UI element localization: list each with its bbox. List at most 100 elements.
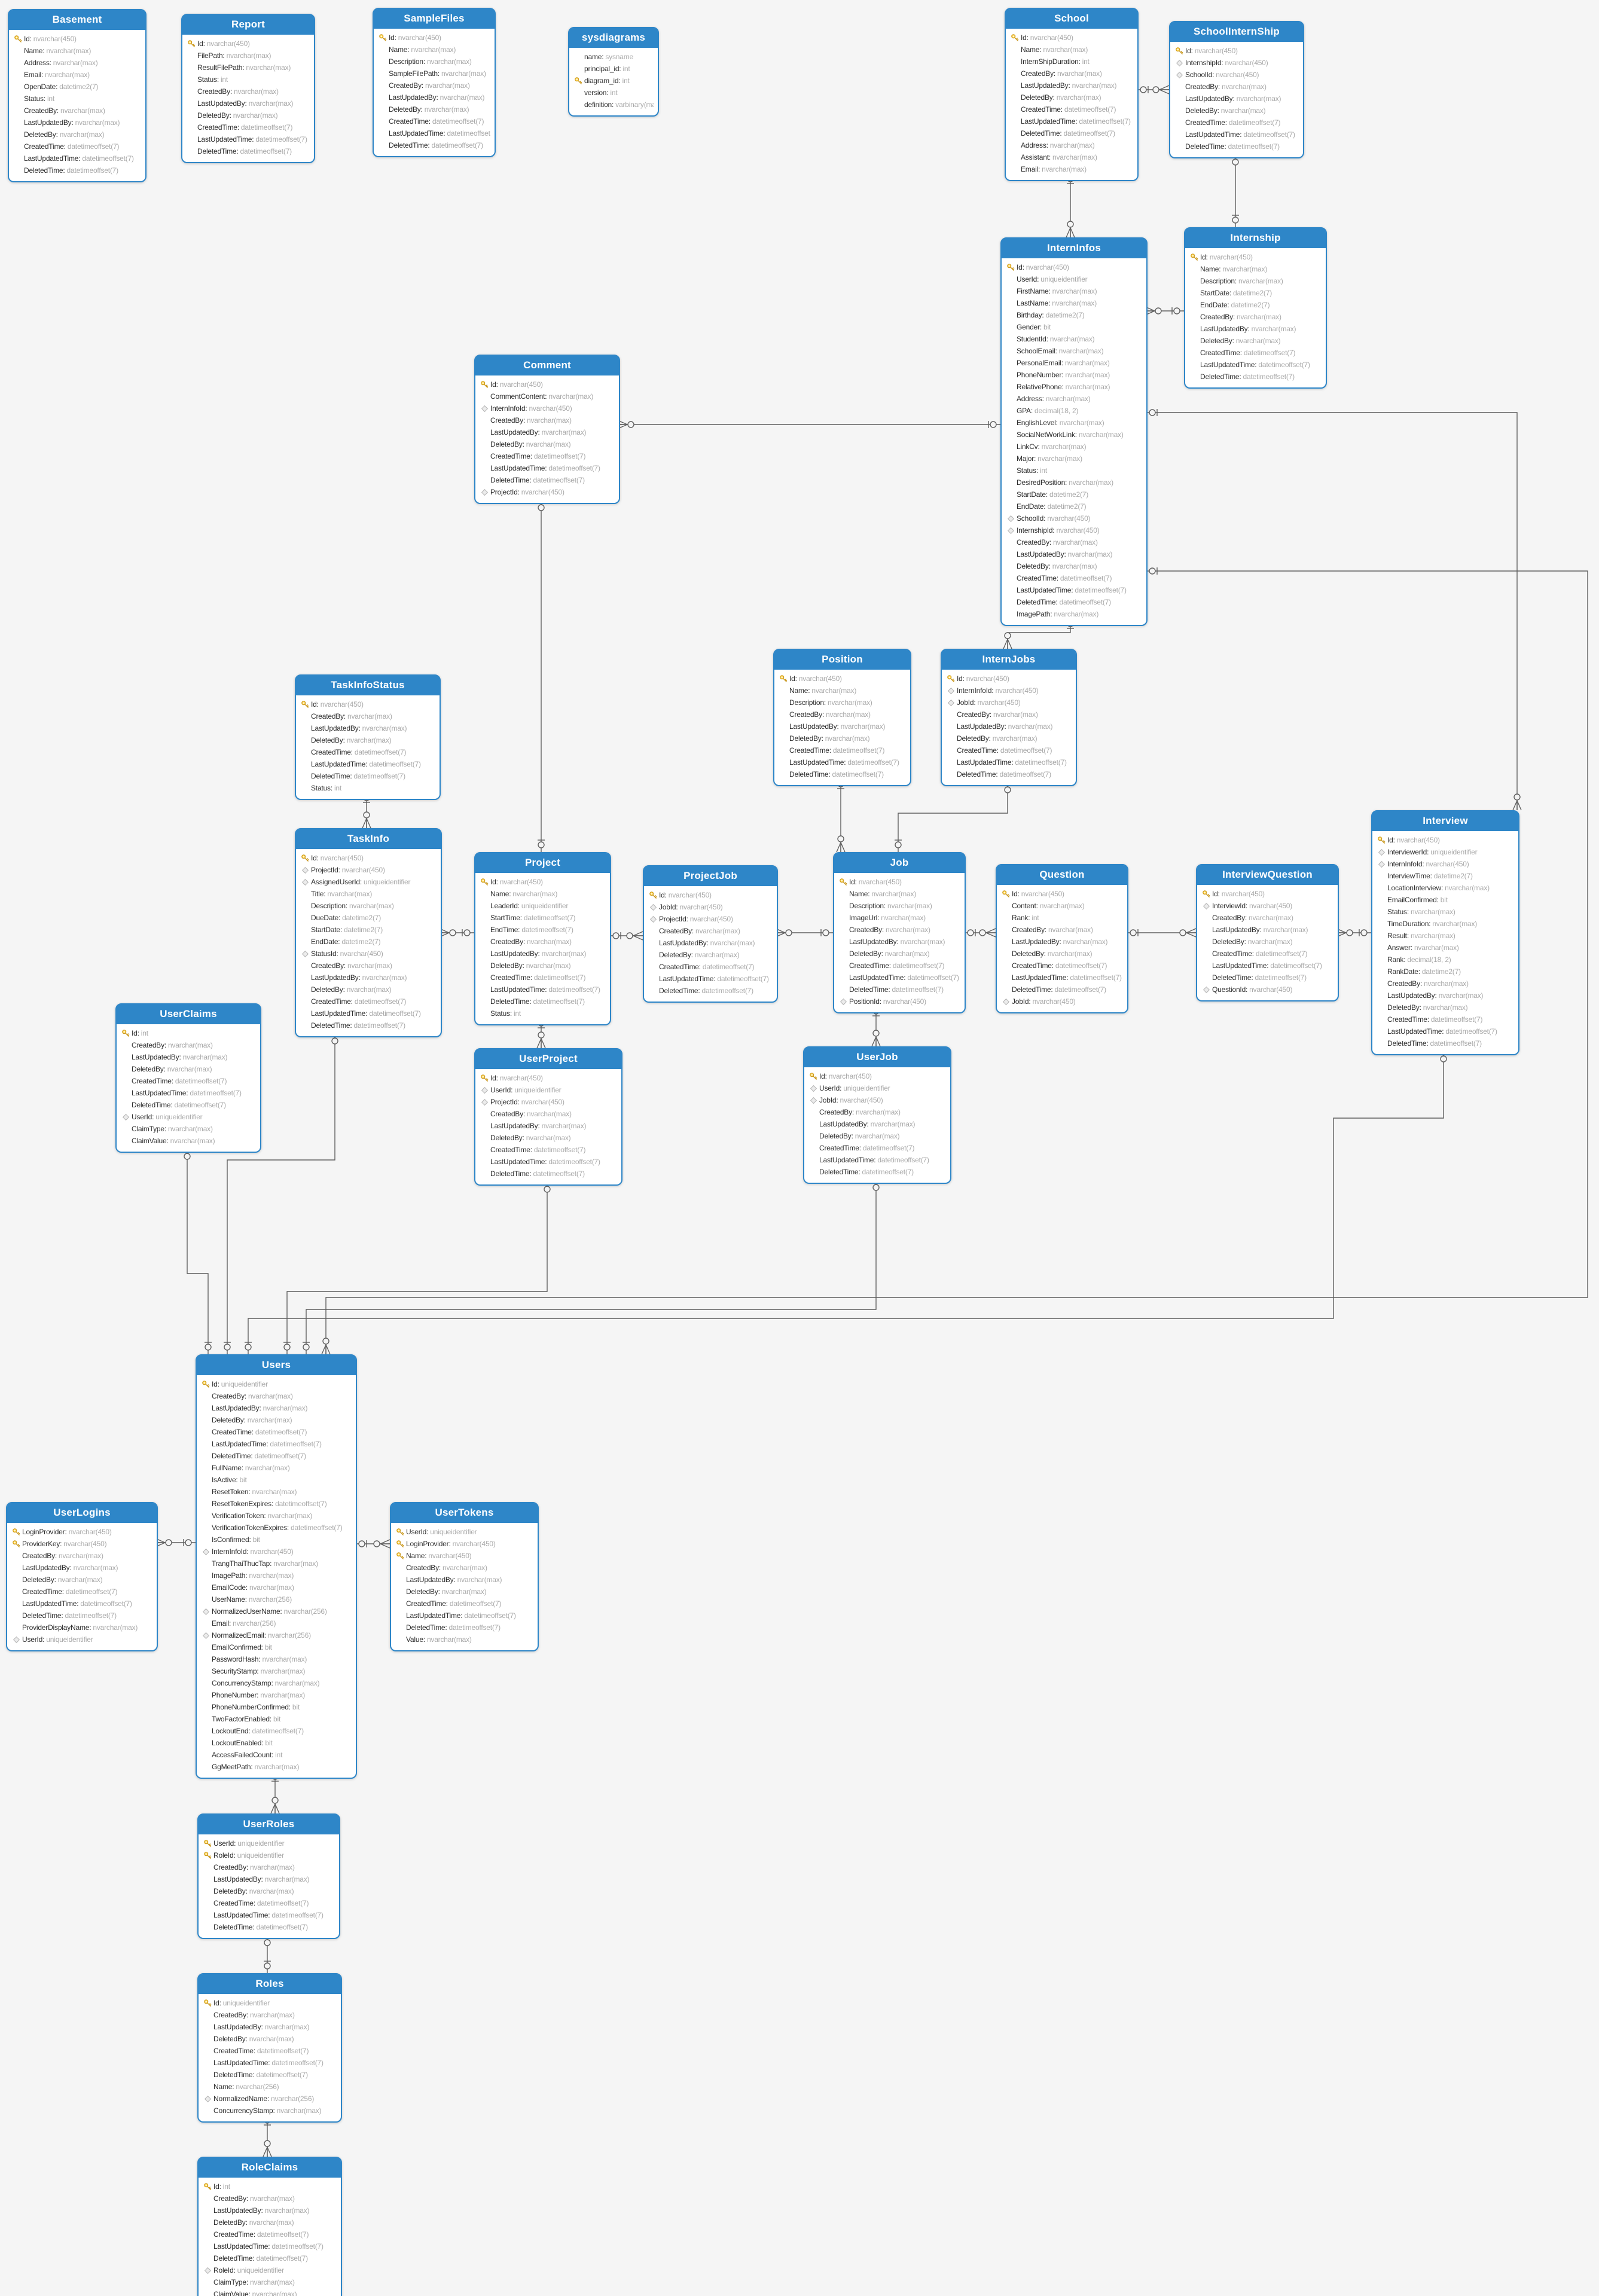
field-row[interactable]: SecurityStamp: nvarchar(max) [200, 1665, 352, 1677]
field-row[interactable]: Id: nvarchar(450) [12, 33, 141, 45]
field-row[interactable]: DeletedBy: nvarchar(max) [202, 1885, 335, 1897]
field-row[interactable]: name: sysname [572, 51, 654, 63]
field-row[interactable]: ResetToken: nvarchar(max) [200, 1486, 352, 1498]
table-Job[interactable]: Job Id: nvarchar(450) Name: nvarchar(max… [833, 852, 966, 1013]
table-SampleFiles[interactable]: SampleFiles Id: nvarchar(450) Name: nvar… [373, 8, 496, 157]
field-row[interactable]: LastUpdatedTime: datetimeoffset(7) [200, 1438, 352, 1450]
table-title[interactable]: InternJobs [942, 650, 1076, 670]
field-row[interactable]: CreatedTime: datetimeoffset(7) [202, 2228, 337, 2240]
field-row[interactable]: InternInfoId: nvarchar(450) [200, 1546, 352, 1558]
table-title[interactable]: Basement [9, 10, 145, 30]
table-title[interactable]: Roles [199, 1974, 341, 1994]
field-row[interactable]: LastUpdatedTime: datetimeoffset(7) [10, 1598, 152, 1610]
field-row[interactable]: DeletedTime: datetimeoffset(7) [394, 1622, 533, 1634]
field-row[interactable]: TimeDuration: nvarchar(max) [1375, 918, 1514, 930]
field-row[interactable]: LastUpdatedTime: datetimeoffset(7) [945, 756, 1072, 768]
field-row[interactable]: DesiredPosition: nvarchar(max) [1005, 477, 1142, 488]
field-row[interactable]: Major: nvarchar(max) [1005, 453, 1142, 465]
field-row[interactable]: DeletedTime: datetimeoffset(7) [1375, 1037, 1514, 1049]
field-row[interactable]: CreatedBy: nvarchar(max) [202, 1861, 335, 1873]
field-row[interactable]: LastUpdatedTime: datetimeoffset(7) [120, 1087, 256, 1099]
field-row[interactable]: PersonalEmail: nvarchar(max) [1005, 357, 1142, 369]
field-row[interactable]: DeletedTime: datetimeoffset(7) [647, 985, 773, 997]
table-Position[interactable]: Position Id: nvarchar(450) Name: nvarcha… [773, 649, 911, 786]
field-row[interactable]: DeletedBy: nvarchar(max) [1005, 560, 1142, 572]
field-row[interactable]: CreatedTime: datetimeoffset(7) [777, 744, 906, 756]
field-row[interactable]: Status: nvarchar(max) [1375, 906, 1514, 918]
field-row[interactable]: Address: nvarchar(max) [1009, 139, 1133, 151]
relationship-connector[interactable] [1066, 172, 1075, 238]
field-row[interactable]: DeletedBy: nvarchar(max) [299, 984, 437, 996]
field-row[interactable]: Status: int [185, 74, 310, 86]
field-row[interactable]: Id: nvarchar(450) [807, 1070, 946, 1082]
field-row[interactable]: LastUpdatedBy: nvarchar(max) [945, 720, 1072, 732]
relationship-connector[interactable] [182, 1143, 212, 1354]
field-row[interactable]: LastUpdatedBy: nvarchar(max) [1173, 93, 1299, 105]
field-row[interactable]: Assistant: nvarchar(max) [1009, 151, 1133, 163]
field-row[interactable]: Status: int [1005, 465, 1142, 477]
field-row[interactable]: Name: nvarchar(max) [478, 888, 606, 900]
field-row[interactable]: CreatedTime: datetimeoffset(7) [1005, 572, 1142, 584]
field-row[interactable]: EndDate: datetime2(7) [1005, 500, 1142, 512]
field-row[interactable]: CreatedBy: nvarchar(max) [185, 86, 310, 97]
field-row[interactable]: DeletedTime: datetimeoffset(7) [1005, 596, 1142, 608]
table-Question[interactable]: Question Id: nvarchar(450) Content: nvar… [996, 864, 1128, 1013]
field-row[interactable]: PositionId: nvarchar(450) [837, 996, 960, 1007]
field-row[interactable]: Description: nvarchar(max) [777, 697, 906, 709]
field-row[interactable]: DeletedTime: datetimeoffset(7) [478, 474, 615, 486]
field-row[interactable]: Email: nvarchar(256) [200, 1617, 352, 1629]
field-row[interactable]: PhoneNumber: nvarchar(max) [1005, 369, 1142, 381]
field-row[interactable]: CreatedBy: nvarchar(max) [478, 414, 615, 426]
field-row[interactable]: JobId: nvarchar(450) [1000, 996, 1123, 1007]
table-title[interactable]: UserRoles [199, 1815, 339, 1834]
field-row[interactable]: AssignedUserId: uniqueidentifier [299, 876, 437, 888]
field-row[interactable]: InternshipId: nvarchar(450) [1005, 524, 1142, 536]
table-sysdiagrams[interactable]: sysdiagrams name: sysname principal_id: … [568, 27, 659, 117]
field-row[interactable]: Description: nvarchar(max) [377, 56, 490, 68]
field-row[interactable]: Name: nvarchar(450) [394, 1550, 533, 1562]
field-row[interactable]: Id: int [120, 1027, 256, 1039]
field-row[interactable]: LastUpdatedTime: datetimeoffset(7) [777, 756, 906, 768]
field-row[interactable]: LastUpdatedTime: datetimeoffset(7) [185, 133, 310, 145]
field-row[interactable]: CreatedTime: datetimeoffset(7) [200, 1426, 352, 1438]
relationship-connector[interactable] [836, 777, 846, 853]
table-title[interactable]: UserClaims [117, 1004, 260, 1024]
field-row[interactable]: ClaimType: nvarchar(max) [120, 1123, 256, 1135]
field-row[interactable]: LastUpdatedBy: nvarchar(max) [478, 426, 615, 438]
field-row[interactable]: LastUpdatedBy: nvarchar(max) [807, 1118, 946, 1130]
field-row[interactable]: DeletedTime: datetimeoffset(7) [1200, 972, 1333, 984]
field-row[interactable]: LastUpdatedTime: datetimeoffset(7) [1009, 115, 1133, 127]
field-row[interactable]: Name: nvarchar(max) [1009, 44, 1133, 56]
field-row[interactable]: LockoutEnabled: bit [200, 1737, 352, 1749]
field-row[interactable]: EndDate: datetime2(7) [299, 936, 437, 948]
field-row[interactable]: Name: nvarchar(max) [377, 44, 490, 56]
field-row[interactable]: OpenDate: datetime2(7) [12, 81, 141, 93]
field-row[interactable]: LoginProvider: nvarchar(450) [10, 1526, 152, 1538]
field-row[interactable]: Email: nvarchar(max) [1009, 163, 1133, 175]
table-UserJob[interactable]: UserJob Id: nvarchar(450) UserId: unique… [803, 1046, 951, 1184]
field-row[interactable]: Id: int [202, 2181, 337, 2193]
field-row[interactable]: LastUpdatedTime: datetimeoffset(7) [807, 1154, 946, 1166]
field-row[interactable]: InternInfoId: nvarchar(450) [945, 685, 1072, 697]
field-row[interactable]: SchoolEmail: nvarchar(max) [1005, 345, 1142, 357]
field-row[interactable]: Id: nvarchar(450) [478, 1072, 617, 1084]
table-title[interactable]: School [1006, 9, 1137, 29]
field-row[interactable]: LastUpdatedBy: nvarchar(max) [202, 1873, 335, 1885]
field-row[interactable]: InterviewId: nvarchar(450) [1200, 900, 1333, 912]
relationship-connector[interactable] [1145, 409, 1522, 811]
field-row[interactable]: DeletedTime: datetimeoffset(7) [202, 1921, 335, 1933]
field-row[interactable]: Id: nvarchar(450) [1188, 251, 1322, 263]
field-row[interactable]: CreatedBy: nvarchar(max) [777, 709, 906, 720]
field-row[interactable]: CreatedTime: datetimeoffset(7) [1188, 347, 1322, 359]
field-row[interactable]: CreatedTime: datetimeoffset(7) [299, 746, 435, 758]
field-row[interactable]: CreatedBy: nvarchar(max) [1009, 68, 1133, 80]
field-row[interactable]: LastUpdatedTime: datetimeoffset(7) [299, 758, 435, 770]
field-row[interactable]: FilePath: nvarchar(max) [185, 50, 310, 62]
field-row[interactable]: CreatedTime: datetimeoffset(7) [202, 1897, 335, 1909]
field-row[interactable]: EmailConfirmed: bit [200, 1641, 352, 1653]
table-UserLogins[interactable]: UserLogins LoginProvider: nvarchar(450) … [6, 1502, 158, 1651]
field-row[interactable]: EmailCode: nvarchar(max) [200, 1581, 352, 1593]
field-row[interactable]: CommentContent: nvarchar(max) [478, 390, 615, 402]
field-row[interactable]: LastUpdatedTime: datetimeoffset(7) [12, 152, 141, 164]
field-row[interactable]: Gender: bit [1005, 321, 1142, 333]
